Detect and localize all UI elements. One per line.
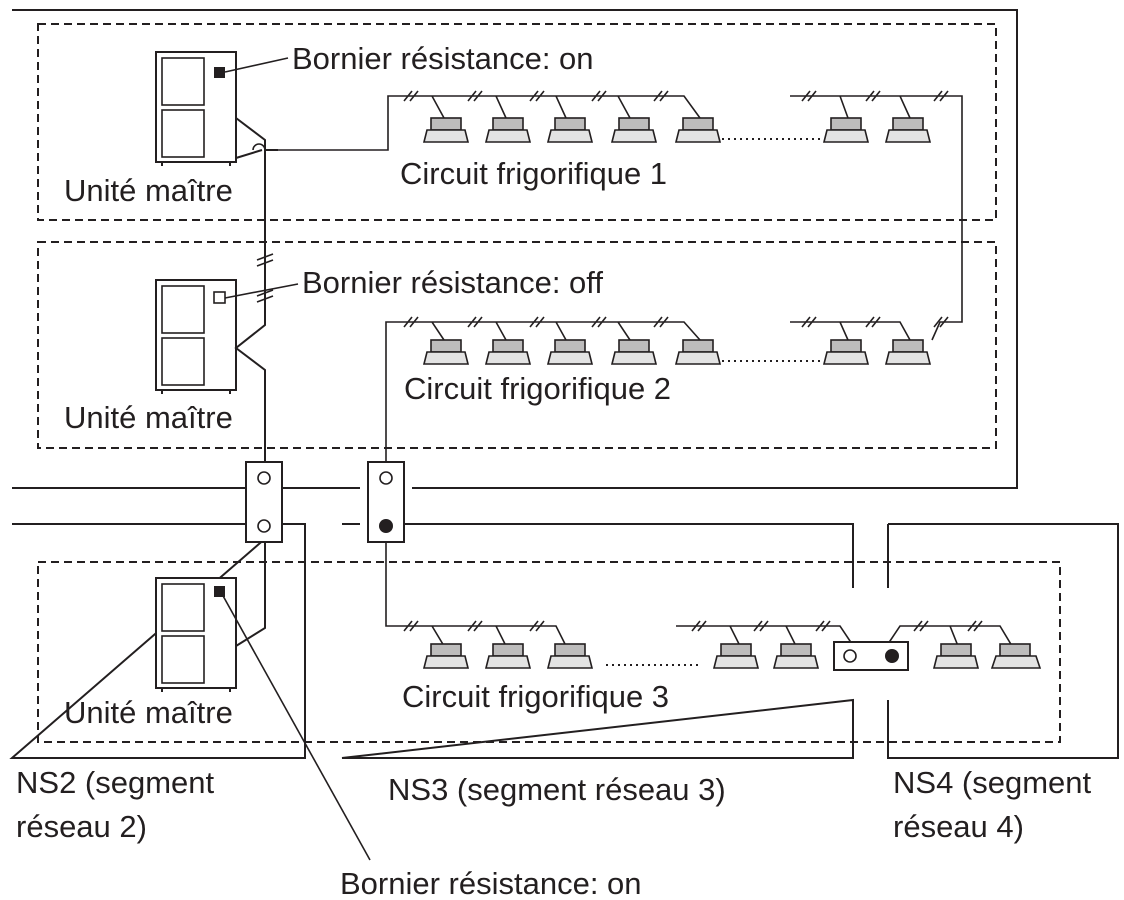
adapter-2 xyxy=(367,461,405,543)
circuit-label: Circuit frigorifique 1 xyxy=(400,156,667,191)
terminal-off-label: Bornier résistance: off xyxy=(302,265,603,300)
circuit-1-box xyxy=(37,23,997,221)
segment-label-ns2: réseau 2) xyxy=(16,809,147,844)
adapter-1 xyxy=(245,461,283,543)
indoor-unit-icon xyxy=(423,643,469,669)
master-unit-label: Unité maître xyxy=(64,695,233,730)
ns2-wire xyxy=(235,542,266,647)
circuit-2-box xyxy=(37,241,997,449)
adapter-3 xyxy=(833,641,909,671)
ns3-frame xyxy=(341,523,854,759)
leader-line xyxy=(224,57,289,73)
indoor-unit-icon xyxy=(485,643,531,669)
circuit-1-wire xyxy=(278,95,963,341)
outdoor-unit-2 xyxy=(155,279,237,394)
terminal-on-marker xyxy=(214,67,225,78)
indoor-unit-icon xyxy=(611,117,657,143)
master-transmission-line xyxy=(234,117,278,462)
terminal-off-marker xyxy=(213,291,226,304)
segment-label-ns4: réseau 4) xyxy=(893,809,1024,844)
indoor-unit-icon xyxy=(823,117,869,143)
indoor-unit-icon xyxy=(547,643,593,669)
circuit-3-box xyxy=(37,561,1061,743)
leader-line xyxy=(221,593,371,861)
indoor-unit-icon xyxy=(885,339,931,365)
indoor-unit-icon xyxy=(485,117,531,143)
indoor-unit-icon xyxy=(675,339,721,365)
indoor-unit-icon xyxy=(611,339,657,365)
indoor-unit-icon xyxy=(547,339,593,365)
leader-line xyxy=(224,283,299,299)
segment-label-ns3: NS3 (segment réseau 3) xyxy=(388,772,726,807)
circuit-label: Circuit frigorifique 2 xyxy=(404,371,671,406)
outdoor-unit-1 xyxy=(155,51,237,166)
outdoor-unit-3 xyxy=(155,577,237,692)
indoor-unit-icon xyxy=(485,339,531,365)
indoor-unit-icon xyxy=(885,117,931,143)
wire-crossover xyxy=(252,143,266,151)
indoor-unit-icon xyxy=(990,643,1042,669)
segment-label-ns4: NS4 (segment xyxy=(893,765,1092,800)
terminal-on-marker xyxy=(214,586,225,597)
master-unit-label: Unité maître xyxy=(64,400,233,435)
indoor-unit-icon xyxy=(675,117,721,143)
indoor-unit-icon xyxy=(823,339,869,365)
ns4-frame xyxy=(887,523,1119,759)
indoor-unit-icon xyxy=(933,643,979,669)
segment-label-ns2: NS2 (segment xyxy=(16,765,215,800)
master-unit-label: Unité maître xyxy=(64,173,233,208)
indoor-unit-icon xyxy=(423,117,469,143)
indoor-unit-icon xyxy=(713,643,759,669)
ns2-frame xyxy=(9,523,306,759)
terminal-on-label: Bornier résistance: on xyxy=(292,41,594,76)
indoor-unit-icon xyxy=(773,643,819,669)
circuit-label: Circuit frigorifique 3 xyxy=(402,679,669,714)
indoor-unit-icon xyxy=(423,339,469,365)
indoor-unit-icon xyxy=(547,117,593,143)
terminal-on-label: Bornier résistance: on xyxy=(340,866,642,900)
